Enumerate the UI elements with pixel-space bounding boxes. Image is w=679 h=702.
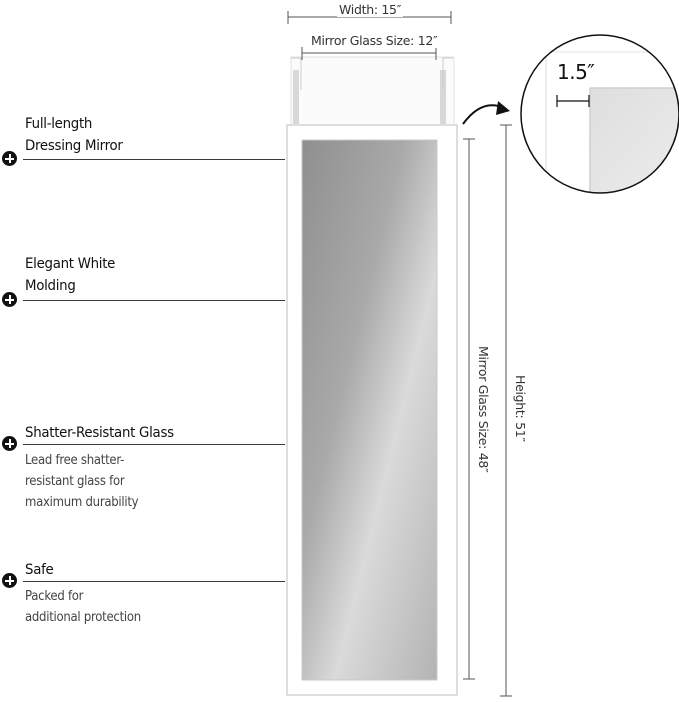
frame-detail-zoom	[520, 34, 679, 194]
callout-rule	[23, 300, 285, 301]
height-dimension	[500, 124, 512, 697]
feature-desc-line: Lead free shatter-	[25, 453, 125, 468]
feature-desc-line: resistant glass for	[25, 474, 125, 489]
width-label: Width: 15″	[337, 2, 404, 17]
callout-rule	[23, 159, 285, 160]
frame-width-label: 1.5″	[557, 60, 595, 84]
callout-rule	[23, 581, 285, 582]
door-hooks	[290, 56, 455, 128]
feature-title-line: Elegant White	[25, 256, 116, 272]
feature-title-line: Molding	[25, 278, 76, 294]
mirror-glass	[301, 139, 438, 681]
feature-desc-line: Packed for	[25, 589, 84, 604]
glass-width-label: Mirror Glass Size: 12″	[309, 33, 440, 48]
plus-circle-icon	[2, 573, 17, 588]
glass-width-dimension	[301, 47, 437, 60]
plus-circle-icon	[2, 151, 17, 166]
feature-title-line: Shatter-Resistant Glass	[25, 425, 174, 441]
feature-desc-line: additional protection	[25, 610, 141, 625]
feature-desc-line: maximum durability	[25, 495, 139, 510]
plus-circle-icon	[2, 292, 17, 307]
callout-rule	[23, 444, 285, 445]
feature-title-line: Safe	[25, 562, 54, 578]
width-dimension	[287, 11, 452, 24]
curved-arrow-icon	[462, 101, 510, 125]
feature-title-line: Full-length	[25, 116, 93, 132]
glass-height-dimension	[463, 138, 475, 680]
glass-height-label: Mirror Glass Size: 48″	[476, 346, 491, 473]
plus-circle-icon	[2, 436, 17, 451]
height-label: Height: 51″	[513, 375, 528, 442]
feature-title-line: Dressing Mirror	[25, 138, 123, 154]
